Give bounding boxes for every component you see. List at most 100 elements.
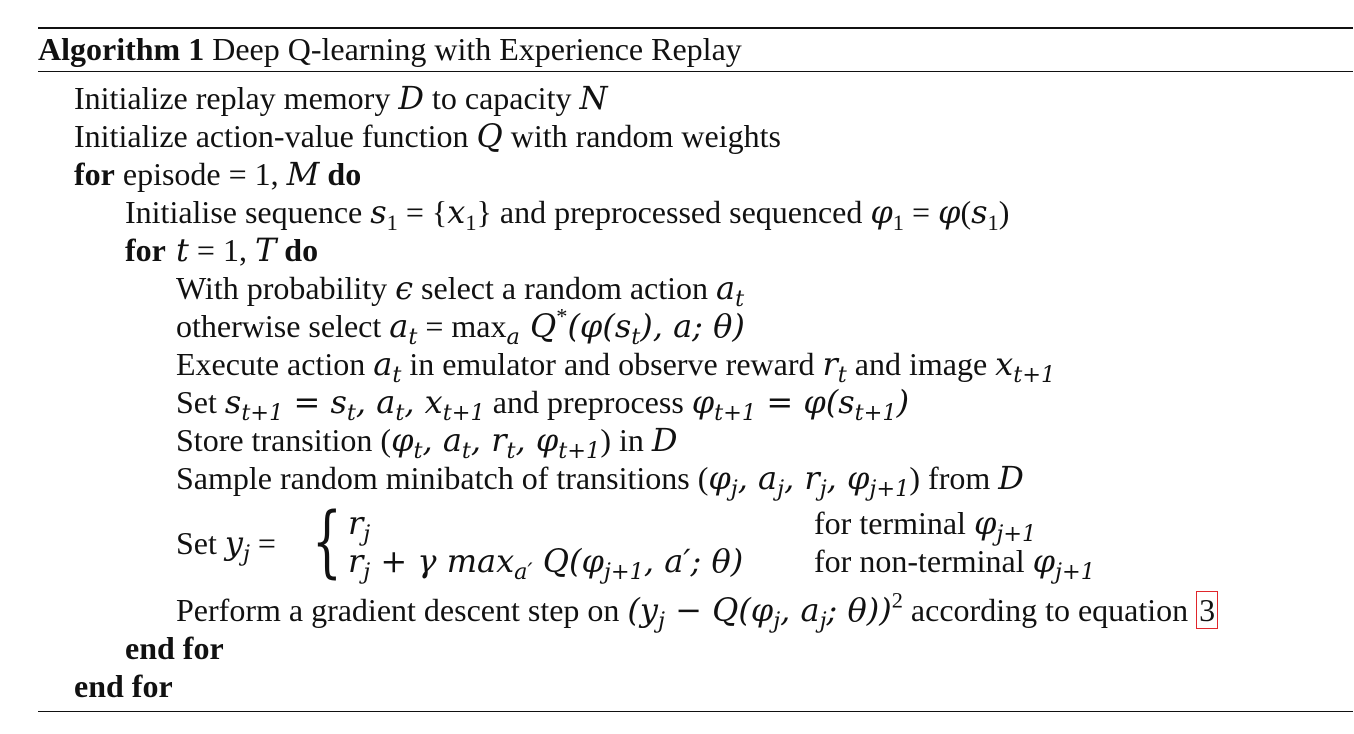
text: Execute action [176,346,374,382]
math-y: y [224,524,243,562]
subscript: 1 [386,210,398,236]
text: Initialise sequence [125,194,371,230]
subscript: 1 [892,210,904,236]
math-T: T [254,231,277,269]
subscript: a′ [514,559,533,586]
subscript: j [363,521,371,548]
text: = [903,194,939,230]
math-x: x [995,345,1014,383]
line-end-for-outer: end for [74,668,173,704]
subscript: t [346,400,356,427]
text: for terminal [814,505,974,541]
case-1-condition: for terminal φj+1 [814,504,1036,545]
subscript: j [819,476,827,503]
math-M: M [286,155,320,193]
keyword-for: for [125,232,166,268]
line-store-transition: Store transition (φt, at, rt, φt+1) in D [176,421,678,462]
line-init-q: Initialize action-value function Q with … [74,117,781,155]
math-D: D [651,421,678,459]
set-y-label: Set yj = [176,524,276,565]
keyword-do: do [319,156,362,192]
subscript: t+1 [558,438,601,465]
math-s: s [370,193,387,231]
math: , φ [826,459,870,497]
line-sample-minibatch: Sample random minibatch of transitions (… [176,459,1024,500]
keyword-do: do [276,232,319,268]
math-Q: Q [476,117,503,155]
math: , a [422,421,462,459]
text: } [476,194,492,230]
math: = s [283,383,347,421]
text: episode = 1, [114,156,287,192]
math: , φ [515,421,559,459]
line-for-t: for t = 1, T do [125,231,318,269]
text: Initialize replay memory [74,80,399,116]
math-a: a [373,345,393,383]
math-Q: Q [519,307,557,345]
case-2-expression: rj + γ maxa′ Q(φj+1, a′; θ) [348,542,744,583]
math-args: ), a; θ) [640,307,745,345]
math: , a [780,591,820,629]
text: Store transition ( [176,422,392,458]
equation-reference-link[interactable]: 3 [1196,591,1219,629]
math: Q(φ [532,542,604,580]
math-x: x [447,193,466,231]
superscript: * [556,303,568,329]
math: − Q(φ [664,591,774,629]
caption-rule [38,71,1353,72]
subscript: t+1 [854,400,897,427]
superscript: 2 [891,587,903,613]
text: = 1, [188,232,255,268]
text: and preprocess [484,384,692,420]
subscript: t [461,438,471,465]
math-N: N [579,79,608,117]
line-set-y-cases: Set yj = { rj for terminal φj+1 rj + γ m… [176,500,1176,586]
text: according to equation [902,592,1197,628]
math-phi: φ [870,193,893,231]
math: , a′; θ) [643,542,744,580]
subscript: j+1 [1055,559,1095,586]
text: ( [960,194,972,230]
math: ) [896,383,910,421]
text: = max [417,308,507,344]
math: + γ max [370,542,515,580]
line-execute: Execute action at in emulator and observ… [176,345,1055,386]
math-r: r [822,345,838,383]
case-2-condition: for non-terminal φj+1 [814,542,1095,583]
subscript: t [631,324,641,351]
math-epsilon: ϵ [395,269,414,307]
keyword-for: for [74,156,115,192]
text: with random weights [502,118,781,154]
math: , a [355,383,396,421]
subscript: j+1 [869,476,910,503]
text: and preprocessed sequenced [491,194,871,230]
math-D: D [998,459,1024,497]
subscript: t+1 [714,400,757,427]
subscript: t+1 [1013,362,1056,389]
subscript: t [392,362,402,389]
text: ) [998,194,1010,230]
subscript: j [777,476,785,503]
subscript: j [657,608,665,635]
text: and image [846,346,996,382]
text: in emulator and observe reward [401,346,823,382]
line-end-for-inner: end for [125,630,224,666]
math-phi: φ [973,504,997,542]
math-phi: φ [691,383,715,421]
algorithm-block: Algorithm 1 Deep Q-learning with Experie… [38,27,1353,713]
subscript: j [730,476,738,503]
math: , r [784,459,820,497]
algorithm-title: Deep Q-learning with Experience Replay [212,31,742,67]
math-a: a [389,307,409,345]
math-phi: φ [708,459,731,497]
subscript: j+1 [996,521,1037,548]
subscript: t [408,324,418,351]
subscript: t [395,400,405,427]
math-t: t [165,231,189,269]
text: for non-terminal [814,543,1033,579]
text: Set [176,525,225,561]
line-for-episode: for episode = 1, M do [74,155,361,193]
subscript: j [242,541,250,568]
case-1-expression: rj [348,504,370,545]
algorithm-label: Algorithm 1 [38,31,205,67]
